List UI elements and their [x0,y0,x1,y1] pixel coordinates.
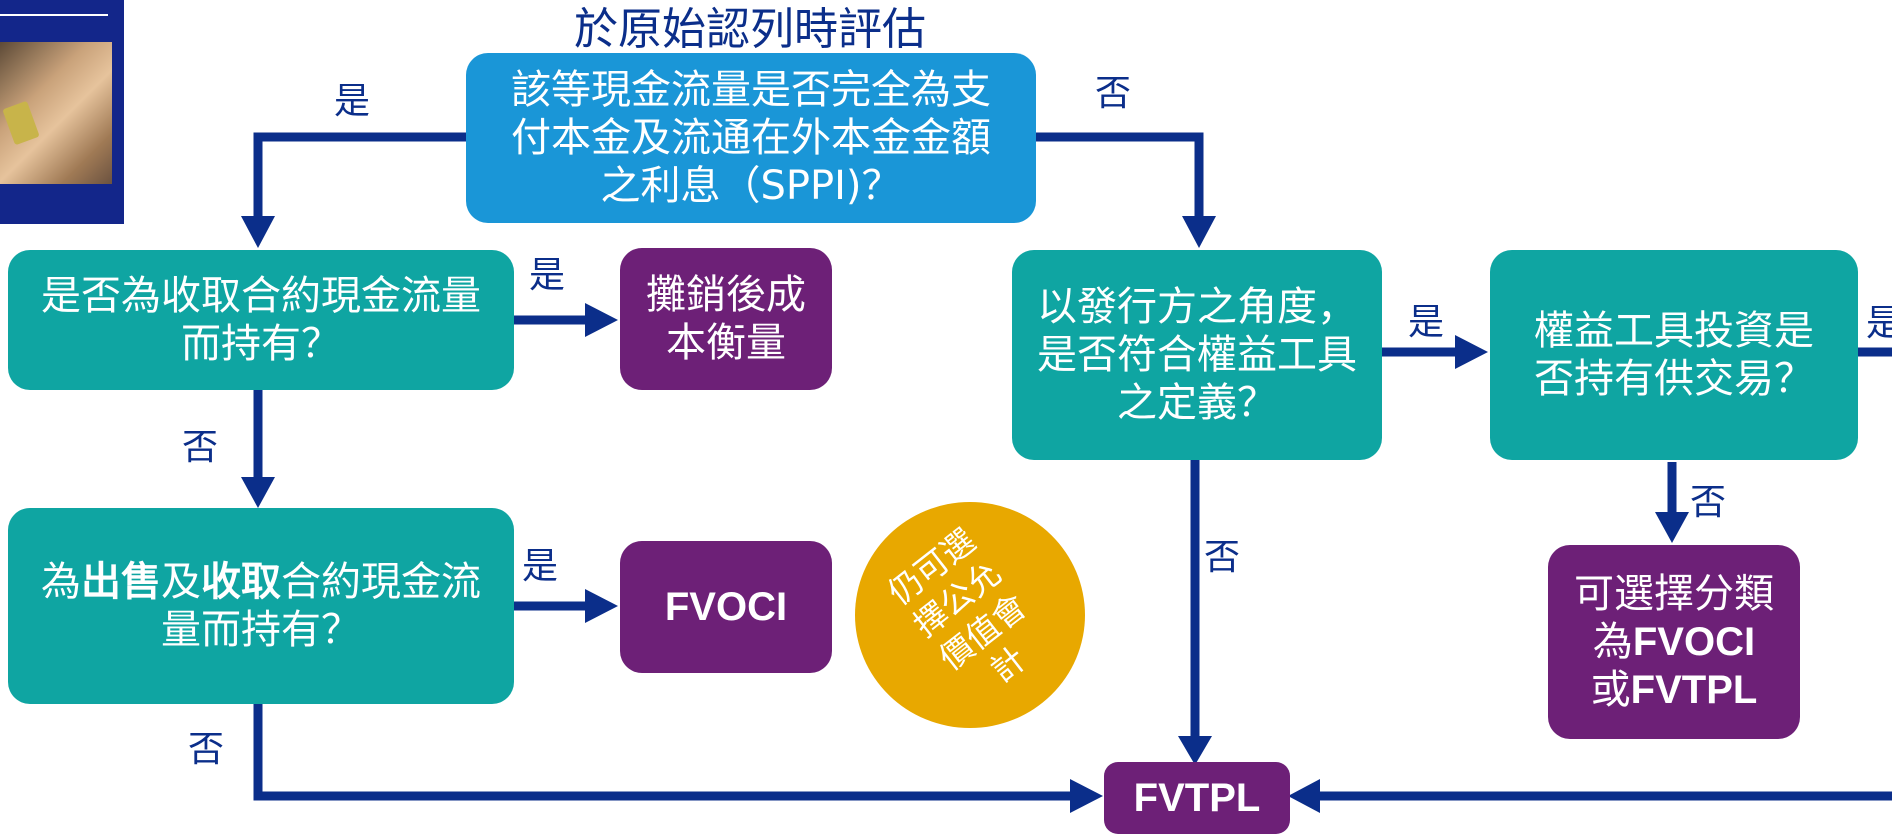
option-class-line2: 為FVOCI [1592,619,1756,665]
node-hold-collect: 是否為收取合約現金流量而持有？ [8,250,514,390]
node-sell-collect-text: 為出售及收取合約現金流量而持有？ [41,559,481,653]
arrowhead [1655,512,1689,543]
arrowhead [241,216,275,248]
arrow-sppi-no [1036,132,1204,222]
arrow-sppi-yes [253,132,466,222]
node-equity-def: 以發行方之角度，是否符合權益工具之定義？ [1012,250,1382,460]
label-yes-equity: 是 [1408,302,1445,343]
atm-photo [0,42,112,184]
node-sell-collect: 為出售及收取合約現金流量而持有？ [8,508,514,704]
label-yes-sell: 是 [522,546,559,587]
label-yes-trading: 是 [1866,303,1892,344]
option-class-line1: 可選擇分類 [1574,571,1774,617]
node-option-class: 可選擇分類 為FVOCI 或FVTPL [1548,545,1800,739]
node-fair-value-option-text: 仍可選擇公允價值會計 [880,520,1034,690]
node-fvtpl-text: FVTPL [1133,776,1261,820]
node-sppi-text: 該等現金流量是否完全為支付本金及流通在外本金金額之利息（SPPI)？ [511,67,991,209]
arrowhead [1182,216,1216,248]
arrowhead [585,303,618,337]
logo-panel [0,0,124,224]
label-no-equity: 否 [1204,537,1241,578]
node-sppi: 該等現金流量是否完全為支付本金及流通在外本金金額之利息（SPPI)？ [466,53,1036,223]
label-no-sell: 否 [188,729,225,770]
label-yes-hold: 是 [529,255,566,296]
node-fvoci-text: FVOCI [664,585,788,629]
arrow-sell-no [253,702,1075,801]
header-title: 於原始認列時評估 [574,4,926,55]
arrowhead [1070,779,1103,813]
card-shape [2,100,40,146]
node-held-trading-text: 權益工具投資是否持有供交易？ [1534,308,1814,402]
node-amortized-cost-text: 攤銷後成本衡量 [646,272,806,366]
node-equity-def-text: 以發行方之角度，是否符合權益工具之定義？ [1037,284,1357,426]
node-amortized-cost: 攤銷後成本衡量 [620,248,832,390]
node-fvtpl: FVTPL [1104,762,1290,834]
node-fair-value-option: 仍可選擇公允價值會計 [855,502,1085,728]
arrowhead [1178,736,1212,765]
label-no-sppi: 否 [1095,73,1132,114]
logo-rule [0,14,108,16]
label-no-hold: 否 [182,427,219,468]
node-hold-collect-text: 是否為收取合約現金流量而持有？ [41,273,481,367]
node-fvoci: FVOCI [620,541,832,673]
arrowhead [1288,779,1320,813]
label-no-trading: 否 [1690,482,1727,523]
arrowhead [1455,335,1488,369]
arrowhead [585,589,618,623]
option-class-line3: 或FVTPL [1590,667,1758,713]
label-yes-sppi: 是 [334,81,371,122]
node-held-trading: 權益工具投資是否持有供交易？ [1490,250,1858,460]
arrowhead [241,477,275,508]
